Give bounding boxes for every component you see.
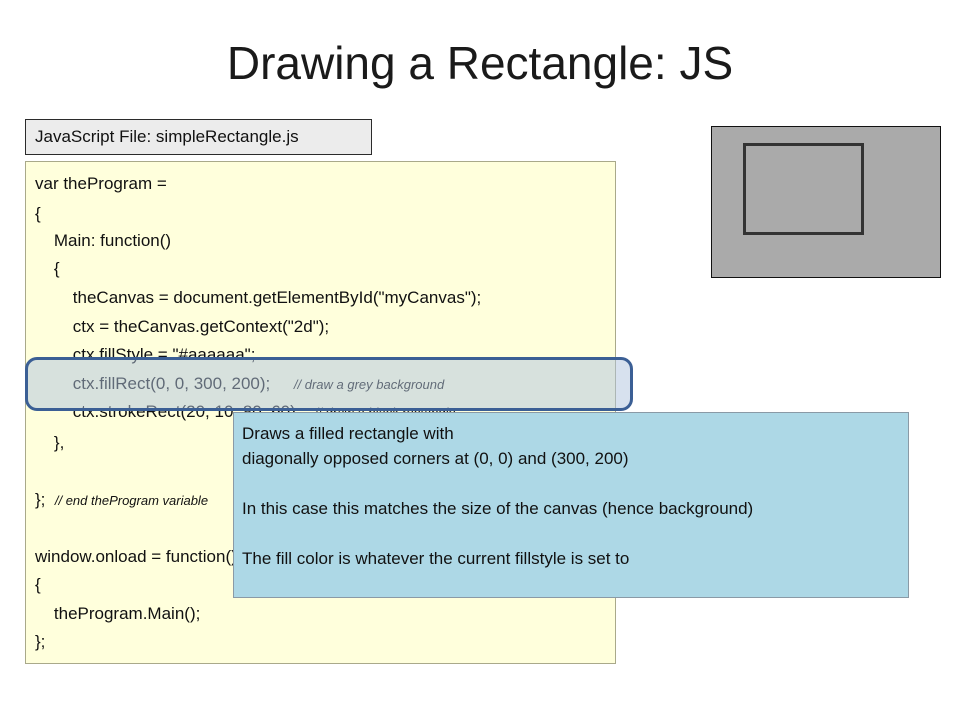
highlight-box bbox=[25, 357, 633, 411]
code-line: { bbox=[35, 259, 60, 278]
code-line: theCanvas = document.getElementById("myC… bbox=[35, 288, 482, 307]
code-line: ctx = theCanvas.getContext("2d"); bbox=[35, 317, 330, 336]
code-line: window.onload = function() bbox=[35, 547, 237, 566]
note-line: diagonally opposed corners at (0, 0) and… bbox=[242, 449, 629, 468]
code-comment: // end theProgram variable bbox=[54, 493, 209, 508]
file-label: JavaScript File: simpleRectangle.js bbox=[25, 119, 372, 155]
note-line: The fill color is whatever the current f… bbox=[242, 549, 630, 568]
note-line bbox=[242, 471, 908, 496]
code-line: { bbox=[35, 204, 41, 223]
note-line: In this case this matches the size of th… bbox=[242, 499, 754, 518]
note-line: Draws a filled rectangle with bbox=[242, 424, 454, 443]
code-line: }; bbox=[35, 632, 46, 651]
code-line: { bbox=[35, 575, 41, 594]
code-line: }; // end theProgram variable bbox=[35, 490, 209, 509]
slide-title: Drawing a Rectangle: JS bbox=[226, 37, 734, 89]
note-line bbox=[242, 521, 908, 546]
code-line: Main: function() bbox=[35, 231, 172, 250]
code-line: }, bbox=[35, 433, 65, 452]
explanation-note: Draws a filled rectangle with diagonally… bbox=[233, 412, 909, 598]
code-line: var theProgram = bbox=[35, 174, 167, 193]
stroked-rectangle bbox=[743, 143, 864, 235]
code-line: theProgram.Main(); bbox=[35, 604, 201, 623]
canvas-preview bbox=[711, 126, 941, 278]
